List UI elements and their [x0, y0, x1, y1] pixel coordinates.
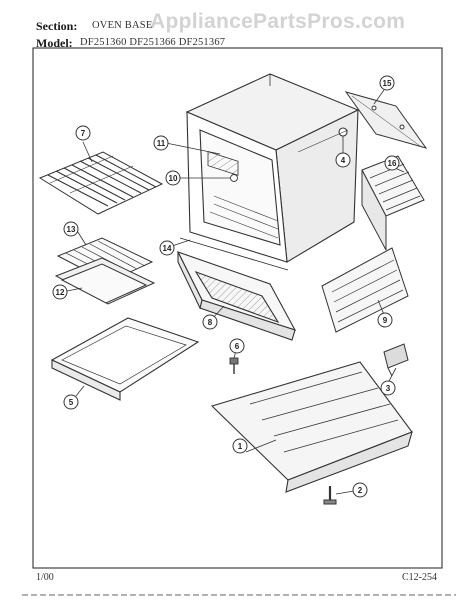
- callout-1: [232, 438, 248, 454]
- oven-base-frame: [210, 361, 413, 493]
- section-value: OVEN BASE: [92, 20, 153, 31]
- callout-12: [52, 284, 68, 300]
- model-label: Model:: [36, 36, 73, 50]
- callout-label-14: 14: [163, 244, 172, 253]
- callout-label-13: 13: [67, 225, 76, 234]
- anti-tip-bracket: [383, 343, 409, 377]
- leveling-leg: [323, 486, 337, 505]
- callout-10: [165, 170, 181, 186]
- callout-2: [352, 482, 368, 498]
- section-label: Section:: [36, 19, 78, 33]
- callout-label-1: 1: [238, 442, 243, 451]
- footer-page-code: C12-254: [402, 572, 437, 583]
- callout-label-4: 4: [341, 156, 346, 165]
- callout-label-9: 9: [383, 316, 388, 325]
- storage-drawer: [50, 317, 200, 401]
- callout-5: [63, 394, 79, 410]
- callout-label-5: 5: [69, 398, 74, 407]
- leveling-screw: [229, 357, 239, 374]
- rear-louver-panel: [321, 247, 409, 333]
- callout-label-12: 12: [56, 288, 65, 297]
- callout-label-16: 16: [388, 159, 397, 168]
- callout-6: [229, 338, 245, 354]
- drawer-front-panel: [176, 251, 297, 341]
- model-value: DF251360 DF251366 DF251367: [80, 37, 226, 48]
- callout-markers: [52, 75, 400, 498]
- oven-cavity: [185, 73, 360, 263]
- callout-label-8: 8: [208, 318, 213, 327]
- callout-15: [379, 75, 395, 91]
- callout-3: [380, 380, 396, 396]
- callout-11: [153, 135, 169, 151]
- callout-label-15: 15: [383, 79, 392, 88]
- watermark: AppliancePartsPros.com: [150, 10, 406, 33]
- callout-7: [75, 125, 91, 141]
- callout-4: [335, 152, 351, 168]
- callout-9: [377, 312, 393, 328]
- bake-element-glow: [230, 174, 238, 182]
- callout-numbers: 1 2 3 4 5 6 7 8 9 10 11 12 13 14 15 16: [56, 79, 397, 495]
- side-louver-panel: [361, 155, 425, 251]
- callout-label-2: 2: [358, 486, 363, 495]
- broiler-pan: [54, 257, 156, 305]
- diagram-frame: [22, 47, 456, 596]
- drawer-support: [179, 237, 289, 271]
- oven-window-label: [207, 151, 239, 176]
- callout-13: [63, 221, 79, 237]
- callout-8: [202, 314, 218, 330]
- callout-label-3: 3: [386, 384, 391, 393]
- callout-label-7: 7: [81, 129, 86, 138]
- callout-label-11: 11: [157, 139, 166, 148]
- footer-date: 1/00: [36, 572, 54, 583]
- callout-16: [384, 155, 400, 171]
- callout-label-6: 6: [235, 342, 240, 351]
- rear-top-panel: [344, 91, 428, 149]
- oven-rack: [38, 151, 164, 215]
- callout-14: [159, 240, 175, 256]
- callout-label-10: 10: [169, 174, 178, 183]
